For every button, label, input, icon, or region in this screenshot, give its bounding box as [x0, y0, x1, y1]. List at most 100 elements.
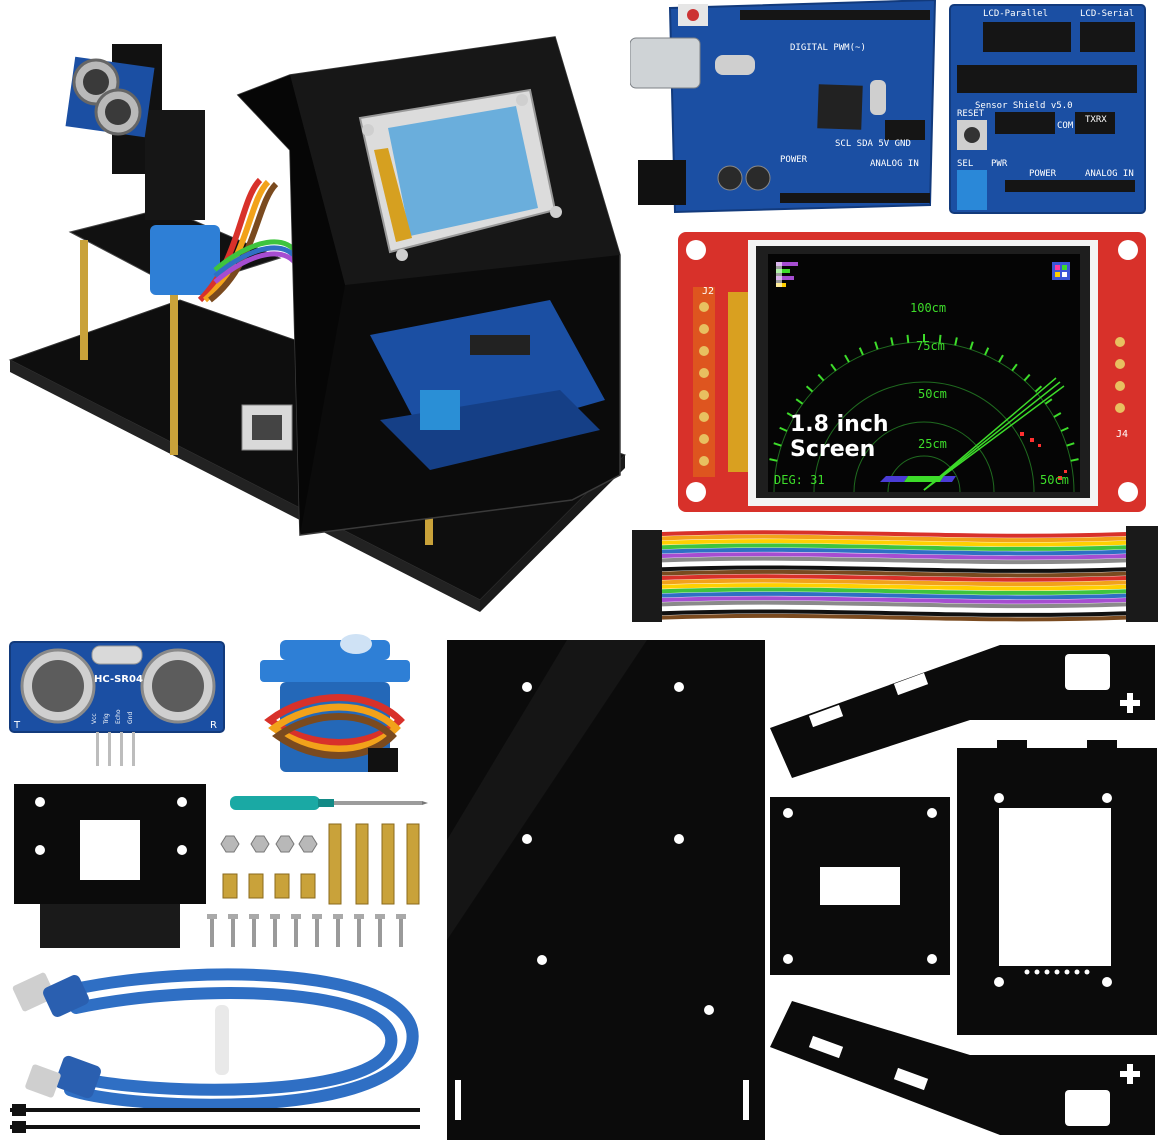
- jumper-wire: [661, 565, 1127, 573]
- screw-head: [333, 914, 343, 919]
- jumper-wire: [661, 530, 1127, 538]
- screw-head: [291, 914, 301, 919]
- brass-standoff: [381, 823, 395, 905]
- uno-digital-label: DIGITAL PWM(~): [790, 43, 866, 53]
- jumper-wire: [661, 591, 1127, 600]
- radar-tick-mark: [779, 426, 788, 432]
- screw-shaft: [378, 919, 382, 947]
- hex-nut: [275, 835, 295, 853]
- radar-ring-label-75: 75cm: [916, 339, 945, 353]
- screw-head: [354, 914, 364, 919]
- brass-spacer: [274, 873, 290, 899]
- screw-shaft: [315, 919, 319, 947]
- radar-ring-label-25: 25cm: [918, 437, 947, 451]
- brass-spacer: [248, 873, 264, 899]
- lcd-j4-label: J4: [1116, 429, 1128, 440]
- screw-head: [270, 914, 280, 919]
- shield-pwr-label: PWR: [991, 159, 1008, 169]
- jumper-wire: [661, 605, 1127, 613]
- screw-head: [249, 914, 259, 919]
- screw-shaft: [252, 919, 256, 947]
- screen-size-callout-line1: 1.8 inch: [790, 412, 889, 437]
- screw-shaft: [294, 919, 298, 947]
- acrylic-servo-plate: [770, 797, 950, 975]
- uno-power-label: POWER: [780, 155, 808, 165]
- shield-lcd-serial-label: LCD-Serial: [1080, 9, 1134, 19]
- radar-tick-mark: [938, 334, 942, 343]
- jumper-wire: [661, 600, 1127, 609]
- jumper-wire: [661, 547, 1127, 556]
- radar-ring-label-100: 100cm: [910, 301, 946, 315]
- acrylic-top-strip: [770, 640, 1155, 780]
- jumper-wire: [661, 609, 1127, 617]
- jumper-wire: [661, 574, 1127, 582]
- jumper-wire: [661, 556, 1127, 565]
- radar-tick-mark: [1070, 458, 1079, 462]
- ultrasonic-pin-trig: Trig: [103, 713, 110, 725]
- hex-nut: [250, 835, 270, 853]
- radar-tick-mark: [906, 334, 910, 343]
- brass-standoff: [406, 823, 420, 905]
- jumper-wire: [661, 552, 1127, 560]
- sensor-mount-bracket: [10, 780, 210, 950]
- radar-tick-mark: [786, 412, 795, 418]
- radar-ring-label-50: 50cm: [918, 387, 947, 401]
- ultrasonic-pin-gnd: Gnd: [127, 712, 134, 724]
- servo-motor: [250, 630, 420, 780]
- jumper-wire: [661, 543, 1127, 551]
- sensor-shield: LCD-Parallel LCD-Serial Sensor Shield v5…: [945, 0, 1155, 220]
- screw-shaft: [273, 919, 277, 947]
- assembled-radar-kit: [0, 0, 640, 620]
- radar-tick-mark: [795, 398, 804, 405]
- jumper-wire: [661, 613, 1127, 622]
- lcd-module: J2 J4: [678, 232, 1146, 512]
- screw-shaft: [210, 919, 214, 947]
- screw-head: [396, 914, 406, 919]
- hex-nut: [220, 835, 240, 853]
- radar-tick-mark: [773, 442, 782, 447]
- radar-deg-readout: DEG: 31: [774, 473, 825, 487]
- radar-tick-mark: [998, 354, 1004, 363]
- radar-tick-mark: [858, 347, 864, 356]
- ultrasonic-pin-echo: Echo: [115, 709, 122, 724]
- ultrasonic-t-label: T: [13, 720, 21, 731]
- acrylic-base-panel: [447, 640, 765, 1140]
- brass-spacer: [300, 873, 316, 899]
- hex-nut: [298, 835, 318, 853]
- ultrasonic-r-label: R: [210, 720, 217, 731]
- shield-title: Sensor Shield v5.0: [975, 101, 1073, 111]
- uno-analog-label: ANALOG IN: [870, 159, 919, 169]
- screen-size-callout: 1.8 inch Screen: [790, 412, 889, 462]
- shield-reset-label: RESET: [957, 109, 985, 119]
- shield-sel-label: SEL: [957, 159, 973, 169]
- uno-pins-label: SCL SDA 5V GND: [835, 139, 911, 149]
- screw-shaft: [357, 919, 361, 947]
- jumper-wire: [661, 534, 1127, 543]
- screw-head: [207, 914, 217, 919]
- radar-tick-mark: [1053, 412, 1062, 418]
- screw-shaft: [336, 919, 340, 947]
- radar-tick-mark: [1060, 426, 1069, 432]
- radar-tick-mark: [954, 337, 958, 346]
- radar-tick-mark: [1044, 398, 1053, 405]
- usb-cable: [10, 960, 430, 1140]
- screw-shaft: [399, 919, 403, 947]
- jumper-wires: [630, 520, 1160, 630]
- radar-tick-mark: [874, 341, 879, 350]
- shield-lcd-parallel-label: LCD-Parallel: [983, 9, 1048, 19]
- jumper-wire: [661, 539, 1127, 547]
- brass-standoff: [328, 823, 342, 905]
- radar-tick-mark: [805, 385, 814, 393]
- hardware-fasteners: [200, 820, 440, 960]
- radar-tick-mark: [817, 373, 825, 382]
- screwdriver: [228, 790, 428, 816]
- radar-tick-mark: [769, 458, 778, 462]
- radar-tick-mark: [1023, 373, 1031, 382]
- jumper-wire: [661, 596, 1127, 604]
- jumper-wire: [661, 578, 1127, 587]
- radar-tick-mark: [844, 354, 850, 363]
- uno-board: DIGITAL PWM(~) POWER ANALOG IN SCL SDA 5…: [630, 0, 945, 220]
- lcd-j2-label: J2: [702, 286, 714, 297]
- radar-display: 100cm 75cm 50cm 25cm DEG: 31 50cm: [769, 262, 1079, 492]
- screen-size-callout-line2: Screen: [790, 437, 876, 462]
